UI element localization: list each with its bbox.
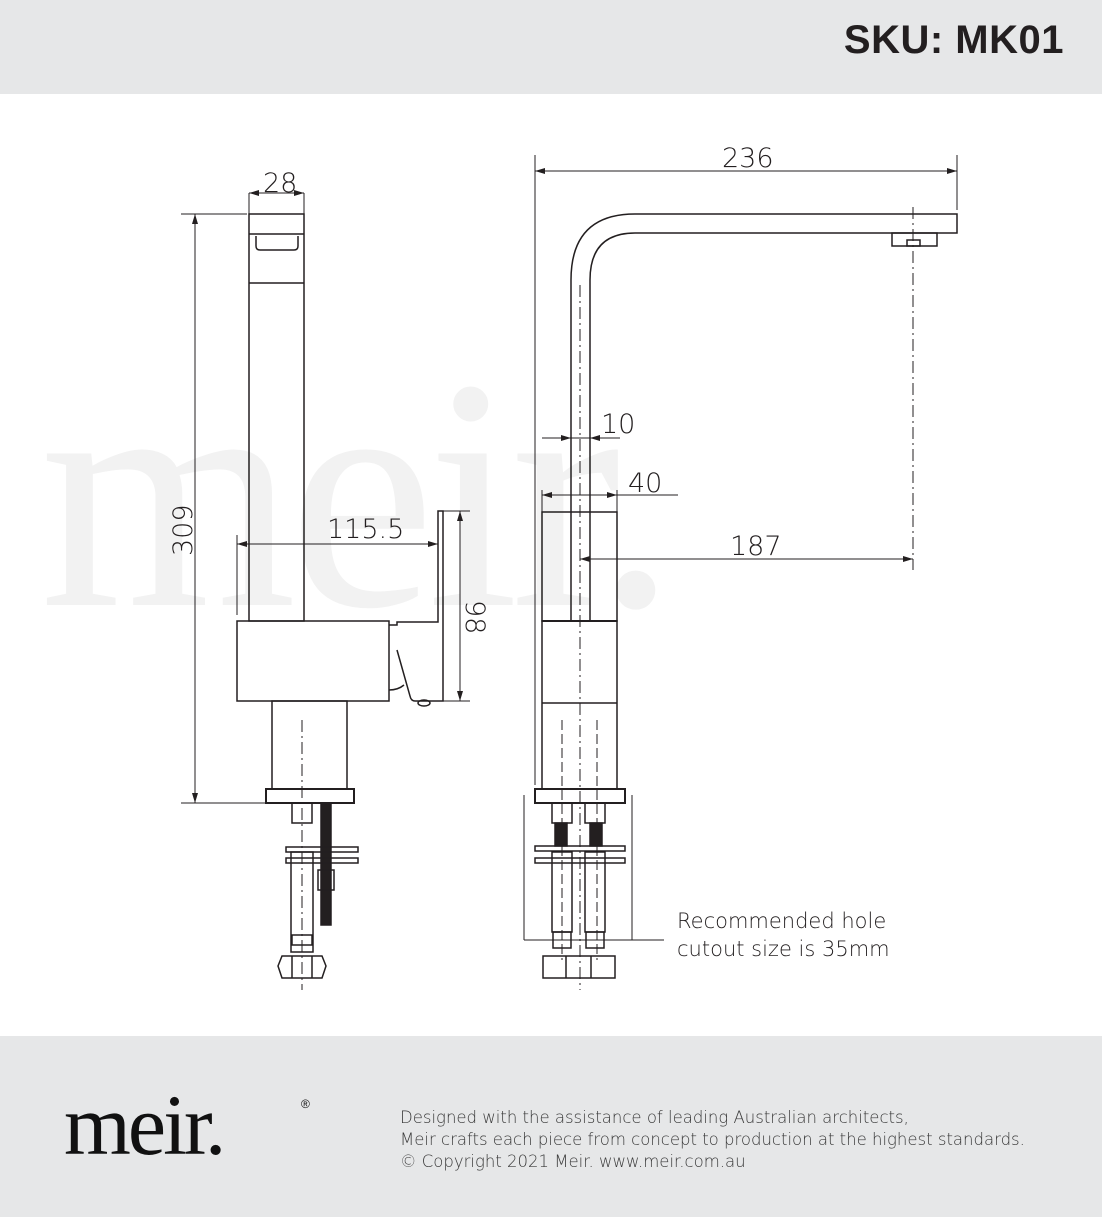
dim-top-width: 28 bbox=[263, 168, 297, 199]
dim-spout-reach: 187 bbox=[730, 531, 782, 562]
dim-body-width: 40 bbox=[628, 468, 662, 499]
note-line-2: cutout size is 35mm bbox=[677, 937, 890, 961]
side-view bbox=[181, 190, 470, 990]
dim-overall-height: 309 bbox=[168, 504, 199, 556]
sku-label: SKU: MK01 bbox=[843, 18, 1064, 62]
note-line-1: Recommended hole bbox=[677, 909, 887, 933]
header-bar: SKU: MK01 bbox=[0, 0, 1102, 94]
footer-text: Designed with the assistance of leading … bbox=[400, 1107, 1025, 1173]
footer-line-2: Meir crafts each piece from concept to p… bbox=[400, 1130, 1025, 1149]
dim-spout-width: 10 bbox=[601, 409, 635, 440]
meir-logo: meir. bbox=[64, 1077, 226, 1173]
cutout-note: Recommended hole cutout size is 35mm bbox=[677, 907, 890, 963]
dim-handle-height: 98 bbox=[459, 600, 490, 634]
dim-overall-width: 236 bbox=[722, 143, 774, 174]
footer-copyright: © Copyright 2021 Meir. www.meir.com.au bbox=[400, 1152, 746, 1171]
front-view bbox=[523, 155, 958, 990]
technical-drawing: 28 309 115.5 98 236 10 40 187 bbox=[168, 143, 958, 990]
dim-handle-reach: 115.5 bbox=[327, 514, 404, 545]
footer bbox=[0, 1036, 1102, 1217]
footer-line-1: Designed with the assistance of leading … bbox=[400, 1108, 909, 1127]
registered-mark: ® bbox=[301, 1097, 310, 1111]
